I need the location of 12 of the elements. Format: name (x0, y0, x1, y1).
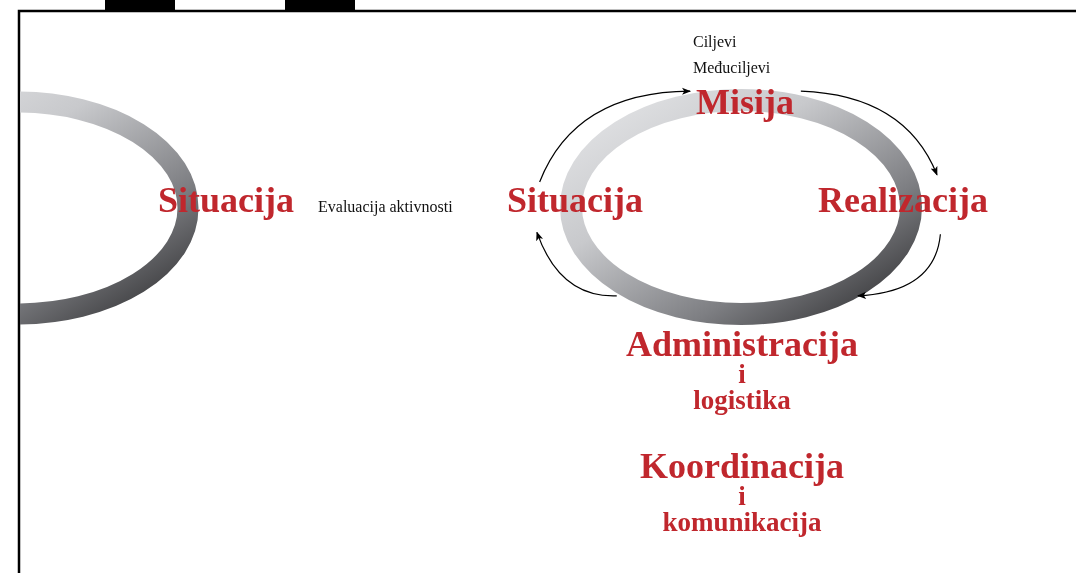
stage-label: Koordinacija (640, 448, 844, 485)
stage-subtitle: i logistika (693, 362, 791, 414)
stage-label: Situacija (507, 182, 643, 218)
cycle-arrow (539, 87, 692, 183)
note-text: Evaluacija aktivnosti (318, 199, 453, 215)
goal-text: Međuciljevi (693, 60, 771, 76)
cycle-arrow (857, 233, 941, 299)
stage-label: Administracija (626, 326, 858, 363)
stage-label: Misija (696, 84, 794, 120)
goal-text: Ciljevi (693, 34, 737, 50)
cycle-arrow (800, 90, 938, 176)
cycle-arrow (536, 231, 618, 297)
